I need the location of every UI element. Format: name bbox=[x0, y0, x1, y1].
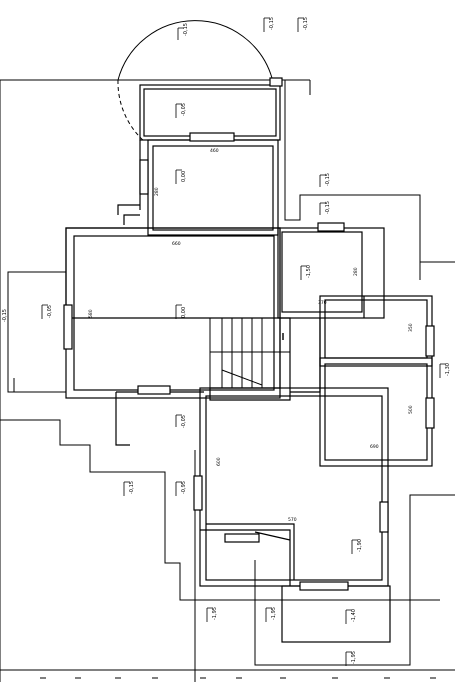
elev-lower-mid: -1,40 bbox=[351, 609, 357, 622]
dim-bedroom-w: 460 bbox=[210, 148, 219, 154]
elev-right-upper-a: -0,15 bbox=[325, 173, 331, 186]
elev-lower-left-a: -1,95 bbox=[212, 607, 218, 620]
dimension-labels: 460 280 660 580 370 280 350 500 690 600 … bbox=[88, 148, 414, 523]
elev-top-right-b: -0,15 bbox=[303, 17, 309, 30]
dim-living-h: 580 bbox=[88, 309, 94, 318]
elev-small-room: -1,50 bbox=[306, 265, 312, 278]
elev-top-right-a: -0,15 bbox=[269, 17, 275, 30]
dim-right2-h: 500 bbox=[408, 405, 414, 414]
elev-lower-right: -1,95 bbox=[351, 651, 357, 664]
elev-right-upper-b: -0,15 bbox=[325, 201, 331, 214]
lower-rooms bbox=[115, 387, 391, 643]
dim-small-h: 280 bbox=[353, 267, 359, 276]
top-bay-arc bbox=[117, 20, 273, 143]
elev-entrance: -0,15 bbox=[129, 481, 135, 494]
windows bbox=[63, 77, 435, 591]
main-walls bbox=[65, 227, 433, 467]
dim-lower-w: 570 bbox=[288, 517, 297, 523]
elevation-labels: -0,15 -0,15 -0,15 -0,05 0,00 -0,15 -0,15… bbox=[2, 17, 451, 664]
site-boundary-lines bbox=[0, 79, 455, 682]
elev-steps-left: -0,95 bbox=[181, 481, 187, 494]
dim-lower-h: 600 bbox=[216, 457, 222, 466]
dim-bedroom-h: 280 bbox=[154, 187, 160, 196]
elev-top-arc: -0,15 bbox=[183, 23, 189, 36]
dim-right-w: 690 bbox=[370, 444, 379, 450]
left-terrace bbox=[7, 271, 67, 393]
elev-living: 0,00 bbox=[181, 307, 187, 318]
dim-right1-h: 350 bbox=[408, 323, 414, 332]
elev-bedroom-top: 0,00 bbox=[181, 171, 187, 182]
elev-hall: -0,05 bbox=[181, 415, 187, 428]
elevation-markers bbox=[41, 17, 446, 666]
elev-porch-top: -0,05 bbox=[181, 103, 187, 116]
dim-small-w: 370 bbox=[318, 300, 327, 306]
elev-lower-left-b: -1,95 bbox=[271, 607, 277, 620]
stair bbox=[209, 317, 290, 389]
elev-lower-center: -1,90 bbox=[357, 539, 363, 552]
dim-living-w: 660 bbox=[172, 241, 181, 247]
elev-left-terrace: -0,05 bbox=[47, 305, 53, 318]
elev-left-edge: -0,15 bbox=[2, 309, 8, 322]
elev-right-stair: -1,30 bbox=[445, 363, 451, 376]
